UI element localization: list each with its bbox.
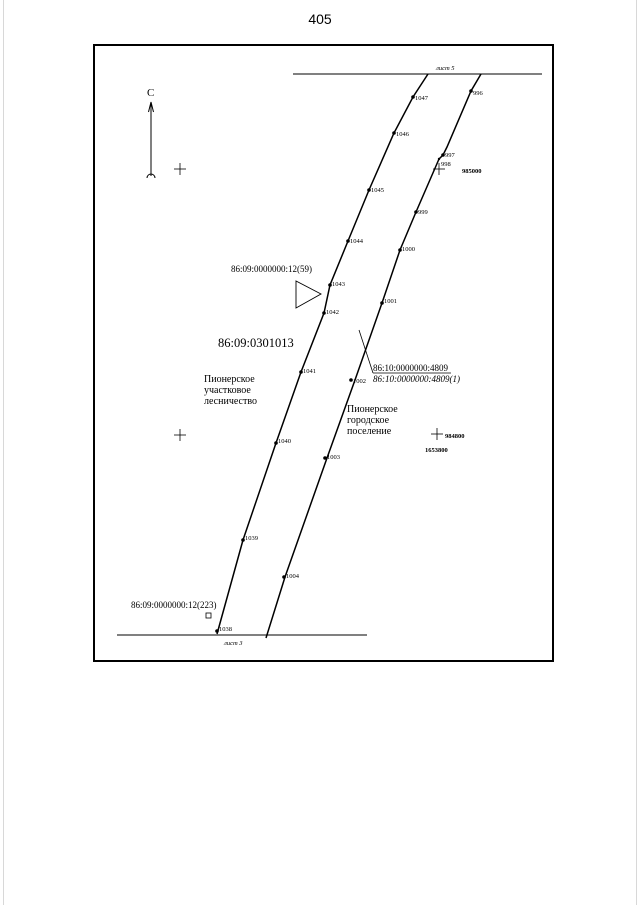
north-label: С — [147, 87, 154, 99]
parcel-label-59: 86:09:0000000:12(59) — [231, 264, 312, 274]
svg-text:997: 997 — [445, 152, 456, 159]
parcel-label-223: 86:09:0000000:12(223) — [131, 600, 217, 610]
boundary-point: 1003 — [323, 454, 340, 461]
boundary-point: 997 — [441, 152, 456, 159]
forestry-label-3: лесничество — [204, 396, 257, 407]
leader-line — [358, 329, 374, 374]
grid-y-985000: 985000 — [462, 168, 482, 175]
boundary-point: 998 — [437, 157, 451, 168]
sheet-label-bottom: лист 3 — [223, 640, 243, 647]
settlement-label-3: поселение — [347, 426, 392, 437]
boundary-point: 1001 — [380, 298, 397, 305]
boundary-point: 996 — [469, 89, 484, 97]
svg-text:1039: 1039 — [245, 535, 258, 542]
sheet-label-top: лист 5 — [435, 65, 455, 72]
svg-text:1002: 1002 — [353, 378, 366, 385]
svg-text:1042: 1042 — [326, 309, 339, 316]
svg-text:1043: 1043 — [332, 281, 345, 288]
boundary-point: 999 — [414, 209, 428, 216]
boundary-point: 1047 — [411, 95, 429, 102]
svg-text:1046: 1046 — [396, 131, 410, 138]
svg-text:1045: 1045 — [371, 187, 384, 194]
boundary-point: 1000 — [398, 246, 415, 253]
boundary-point: 1002 — [349, 378, 366, 385]
page-number: 405 — [308, 11, 332, 27]
grid-cross-icon — [431, 428, 443, 440]
svg-text:996: 996 — [473, 90, 484, 97]
boundary-point: 1004 — [282, 573, 300, 580]
svg-text:1003: 1003 — [327, 454, 340, 461]
boundary-point: 1040 — [274, 438, 291, 445]
page-edge-left — [3, 0, 4, 905]
svg-text:1040: 1040 — [278, 438, 291, 445]
parcel-label-4809-1: 86:10:0000000:4809(1) — [373, 374, 460, 384]
svg-text:1000: 1000 — [402, 246, 415, 253]
boundary-point: 1045 — [367, 187, 384, 194]
page-edge-right — [636, 0, 637, 905]
svg-text:1001: 1001 — [384, 298, 397, 305]
map-frame: лист 5 лист 3 С 985000 984800 1653800 10… — [93, 44, 554, 662]
boundary-point: 1042 — [322, 309, 339, 316]
boundary-point: 1043 — [328, 281, 345, 288]
north-arrow-icon — [146, 101, 156, 179]
settlement-label-1: Пионерское — [347, 404, 398, 415]
grid-cross-icon — [174, 163, 186, 175]
grid-y-984800: 984800 — [445, 433, 465, 440]
quarter-label: 86:09:0301013 — [218, 336, 294, 350]
boundary-line-left — [216, 73, 429, 635]
svg-text:1004: 1004 — [286, 573, 300, 580]
map-canvas: лист 5 лист 3 С 985000 984800 1653800 10… — [117, 65, 542, 647]
svg-text:1047: 1047 — [415, 95, 429, 102]
square-marker-icon — [205, 612, 212, 619]
svg-text:998: 998 — [441, 161, 451, 168]
grid-x-1653800: 1653800 — [425, 447, 448, 454]
forestry-label-2: участковое — [204, 385, 251, 396]
svg-text:1041: 1041 — [303, 368, 316, 375]
boundary-point: 1039 — [241, 535, 258, 542]
triangle-marker-icon — [295, 280, 322, 309]
svg-text:1044: 1044 — [350, 238, 364, 245]
boundary-point: 1046 — [392, 131, 410, 138]
boundary-point: 1044 — [346, 238, 364, 245]
boundary-point: 1038 — [215, 626, 232, 633]
parcel-label-4809: 86:10:0000000:4809 — [373, 363, 449, 373]
forestry-label-1: Пионерское — [204, 374, 255, 385]
boundary-point: 1041 — [299, 368, 316, 375]
svg-text:999: 999 — [418, 209, 428, 216]
svg-text:1038: 1038 — [219, 626, 232, 633]
grid-cross-icon — [174, 429, 186, 441]
settlement-label-2: городское — [347, 415, 390, 426]
boundary-line-right — [265, 73, 482, 639]
